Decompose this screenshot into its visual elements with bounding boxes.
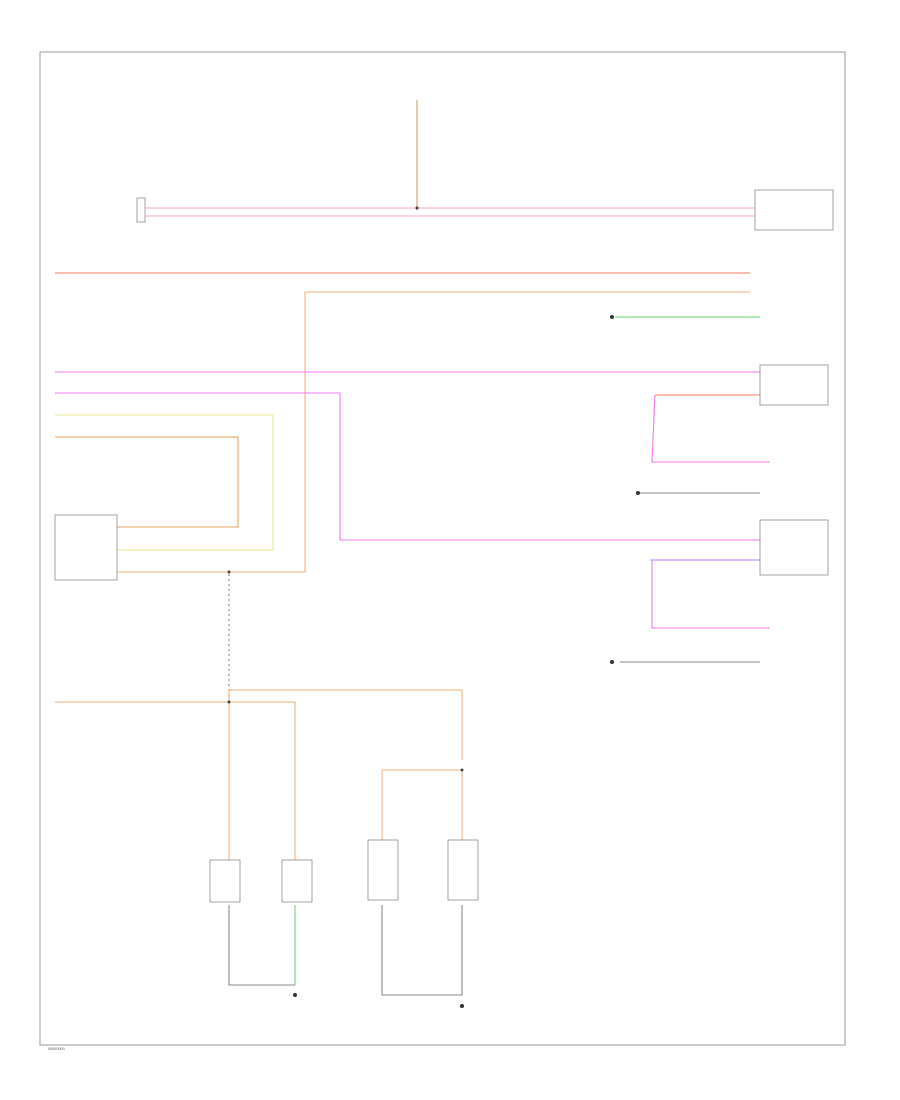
wire-ground-left [228,905,295,986]
left-switch-box [54,514,118,581]
right-connector [754,189,834,231]
footer-code: W000001 [48,1046,66,1051]
ground-symbol-5 [610,660,614,664]
wire-yellow [55,414,274,551]
splice-dot-mid [227,570,231,574]
wire-magenta-right-lower [651,560,770,629]
wire-orange-branch-lower [381,769,462,840]
right-module-2 [759,519,829,576]
ground-symbol-2 [460,1004,464,1008]
switch-box-1 [209,859,241,903]
splice-dot-top [415,206,419,210]
wire-magenta-2 [55,392,760,541]
wire-ground-right [381,905,463,996]
wire-orange-branch-right [229,701,296,860]
ground-symbol-1 [293,993,297,997]
left-connector [136,197,146,223]
diagram-frame [39,51,846,1046]
ground-symbol-3 [610,315,614,319]
wire-magenta-right-loop [651,394,770,463]
switch-box-4 [447,839,479,901]
right-module-1 [759,364,829,406]
splice-dot-right [460,768,464,772]
switch-box-2 [281,859,313,903]
wire-tan-left [55,436,239,528]
ground-symbol-4 [636,491,640,495]
switch-box-3 [367,839,399,901]
wire-orange-lower-main [55,689,463,760]
wire-orange-upper [115,291,750,573]
splice-dot-low [227,700,231,704]
